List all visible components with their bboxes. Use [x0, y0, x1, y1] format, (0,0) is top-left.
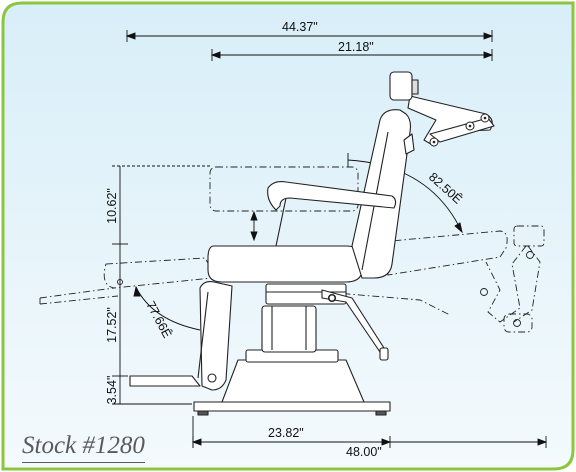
label-footrest-height: 3.54" — [105, 376, 119, 405]
footrest — [129, 375, 201, 387]
back-recline-angle-arc — [347, 159, 463, 233]
base-plate — [193, 401, 391, 412]
stock-number-label: Stock #1280 — [22, 430, 145, 463]
label-headrest-offset: 21.18" — [338, 40, 374, 54]
leg-rest — [199, 281, 233, 391]
legrest-angle-arc — [135, 286, 201, 331]
backrest — [351, 109, 412, 279]
raised-legrest-outline — [103, 257, 213, 289]
reclined-back-outline — [379, 230, 508, 276]
headrest-pad — [389, 71, 413, 101]
label-base-width: 23.82" — [268, 426, 304, 440]
base-cover — [221, 359, 365, 403]
hydraulic-cylinder — [261, 305, 317, 353]
label-arm-height: 10.62" — [105, 188, 119, 224]
raised-seat-outline — [209, 166, 359, 212]
label-overall-length-top: 44.37" — [282, 20, 318, 34]
reclined-headrest-outline — [513, 225, 545, 247]
armrest — [267, 181, 397, 211]
seat-cushion — [207, 245, 363, 283]
label-overall-length-reclined: 48.00" — [346, 445, 382, 459]
label-leg-rest-height: 17.52" — [105, 307, 119, 343]
